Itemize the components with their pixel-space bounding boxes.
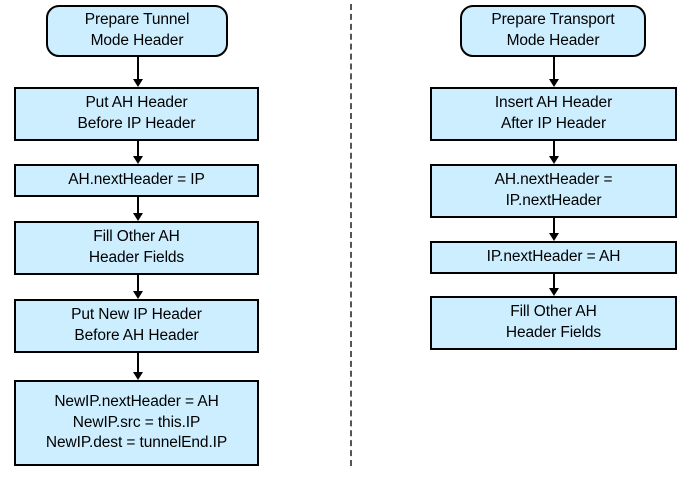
node-transport-ah-nextheader[interactable]: AH.nextHeader = IP.nextHeader xyxy=(430,164,677,218)
arrowhead-transport-insert-to-ah-nextheader xyxy=(549,156,559,164)
node-transport-start[interactable]: Prepare Transport Mode Header xyxy=(460,5,646,57)
node-tunnel-ah-nextheader[interactable]: AH.nextHeader = IP xyxy=(14,164,259,197)
connector-transport-ip-to-fill-other xyxy=(553,274,555,288)
connector-tunnel-nextheader-to-fill xyxy=(137,197,139,213)
arrowhead-tunnel-fill-to-put-new-ip xyxy=(133,291,143,299)
node-transport-insert-ah-header[interactable]: Insert AH Header After IP Header xyxy=(430,87,677,141)
arrowhead-tunnel-nextheader-to-fill xyxy=(133,213,143,221)
connector-tunnel-fill-to-put-new-ip xyxy=(137,275,139,291)
arrowhead-transport-start-to-insert-ah xyxy=(549,79,559,87)
node-tunnel-fill-other-ah[interactable]: Fill Other AH Header Fields xyxy=(14,221,259,275)
node-tunnel-newip-fields[interactable]: NewIP.nextHeader = AH NewIP.src = this.I… xyxy=(14,380,259,466)
node-tunnel-put-new-ip-header[interactable]: Put New IP Header Before AH Header xyxy=(14,299,259,353)
arrowhead-transport-ip-to-fill-other xyxy=(549,288,559,296)
node-tunnel-put-ah-header[interactable]: Put AH Header Before IP Header xyxy=(14,87,259,141)
vertical-dashed-divider xyxy=(350,4,352,466)
arrowhead-tunnel-start-to-put-ah xyxy=(133,79,143,87)
connector-transport-ah-to-ip-nextheader xyxy=(553,218,555,233)
connector-tunnel-put-new-ip-to-newip-fields xyxy=(137,353,139,372)
node-transport-fill-other-ah[interactable]: Fill Other AH Header Fields xyxy=(430,296,677,350)
arrowhead-tunnel-put-new-ip-to-newip-fields xyxy=(133,372,143,380)
arrowhead-transport-ah-to-ip-nextheader xyxy=(549,233,559,241)
connector-tunnel-start-to-put-ah xyxy=(137,57,139,79)
arrowhead-tunnel-put-ah-to-nextheader xyxy=(133,156,143,164)
node-tunnel-start[interactable]: Prepare Tunnel Mode Header xyxy=(46,5,228,57)
connector-transport-start-to-insert-ah xyxy=(553,57,555,79)
connector-transport-insert-to-ah-nextheader xyxy=(553,141,555,156)
node-transport-ip-nextheader[interactable]: IP.nextHeader = AH xyxy=(430,241,677,274)
connector-tunnel-put-ah-to-nextheader xyxy=(137,141,139,156)
